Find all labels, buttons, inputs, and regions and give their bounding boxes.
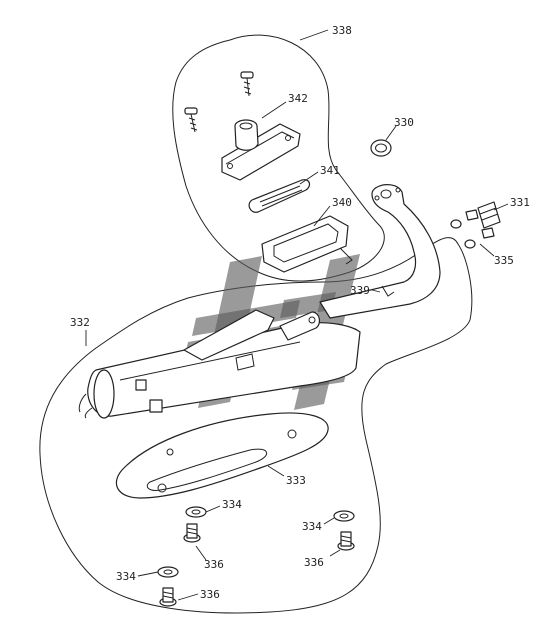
label-333: 333 [286,474,306,487]
label-335: 335 [494,254,514,267]
label-338: 338 [332,24,352,37]
part-334-washer-c-icon [157,566,179,578]
label-339: 339 [350,284,370,297]
label-331: 331 [510,196,530,209]
part-331-stud-icon [465,201,501,239]
label-336-c: 336 [200,588,220,601]
part-336-screw-a-icon [183,523,201,543]
label-340: 340 [332,196,352,209]
part-336-screw-b-icon [337,531,355,551]
label-334-a: 334 [222,498,242,511]
label-336-b: 336 [304,556,324,569]
part-336-screw-c-icon [159,587,177,607]
part-332-muffler [78,309,361,419]
label-342: 342 [288,92,308,105]
label-336-a: 336 [204,558,224,571]
leader-lines [85,29,509,601]
part-334-washer-b-icon [333,510,355,522]
part-334-washer-a-icon [185,506,207,518]
part-333-muffler-protector [116,412,329,499]
part-342-mount-flange [221,119,301,181]
label-334-b: 334 [302,520,322,533]
label-330: 330 [394,116,414,129]
part-335-nut-icon [450,219,476,249]
part-340-shield-frame [261,215,353,273]
label-334-c: 334 [116,570,136,583]
label-332: 332 [70,316,90,329]
bolt-upper-icon [240,71,254,97]
callout-labels: 338 342 330 341 340 331 335 339 332 333 … [70,24,530,601]
label-341: 341 [320,164,340,177]
part-330-gasket [370,139,392,157]
part-341-gasket [248,179,311,213]
bolt-left-icon [184,107,198,133]
exhaust-head-pipe [319,184,441,319]
